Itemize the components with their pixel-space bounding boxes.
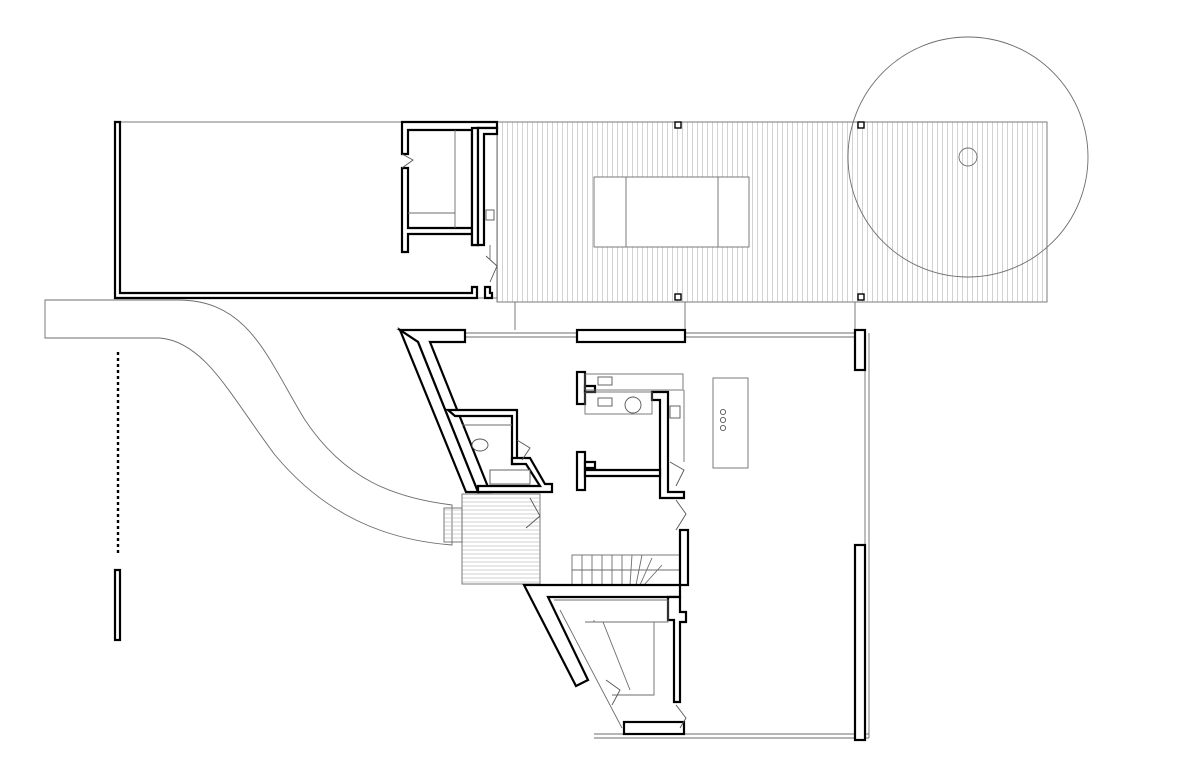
garage-annex [113,120,499,300]
wc-basin [485,209,495,221]
deck-post [857,293,865,301]
tree [847,36,1089,278]
property-fence [113,352,122,642]
utility-sink [597,397,613,407]
deck-post [674,293,682,301]
cooktop [719,408,727,432]
bedroom-wing [522,583,688,729]
deck-planter [593,176,750,248]
staircase [571,528,690,587]
kitchen-island [712,377,749,469]
kitchen [575,370,686,500]
curved-driveway [44,299,453,546]
bathroom [445,408,554,494]
kitchen-sink [597,376,613,386]
deck-post [857,121,865,129]
wooden-deck [496,121,1048,303]
main-house [396,302,870,742]
toilet [471,438,489,452]
entry-ramp [443,493,687,585]
bathtub [489,469,531,485]
tree-trunk [958,147,978,167]
washing-machine [624,396,642,414]
deck-post [674,121,682,129]
tree-canopy [847,36,1089,278]
